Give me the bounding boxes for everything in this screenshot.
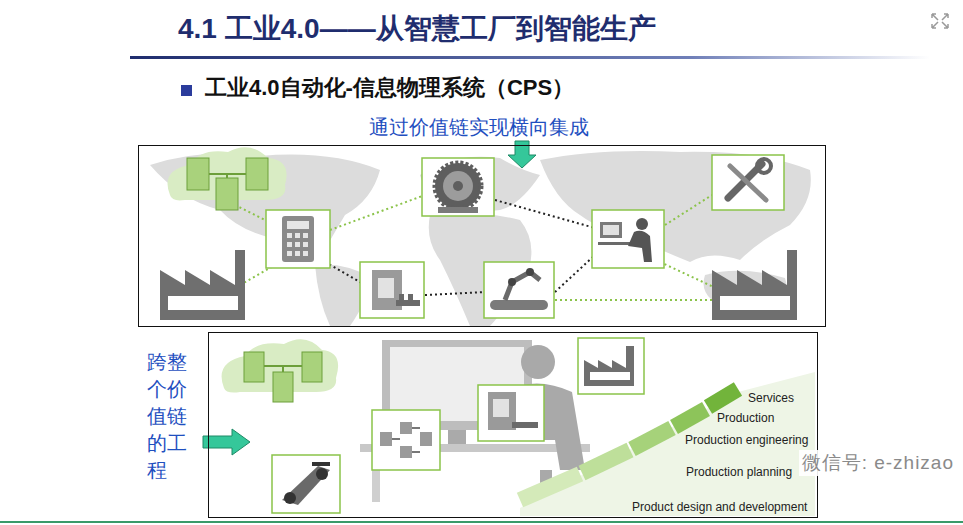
keypad-icon xyxy=(282,216,314,262)
fullscreen-icon xyxy=(932,14,948,28)
footer-rule xyxy=(0,521,963,523)
step-band: Production engineering xyxy=(684,430,809,448)
cloud-servers xyxy=(168,147,287,210)
panel-heading: 通过价值链实现横向集成 xyxy=(369,114,589,141)
step-label: Production engineering xyxy=(684,433,809,448)
value-chain-panel: 跨整个价值链的工程Product design and developmentP… xyxy=(208,332,818,518)
panel-heading: 跨整个价值链的工程 xyxy=(147,349,187,484)
step-label: Production planning xyxy=(685,465,793,480)
tools-icon xyxy=(728,159,771,200)
step-label: Product design and development xyxy=(631,500,808,515)
network-links xyxy=(235,195,720,300)
bullet-text: 工业4.0自动化-信息物理系统（CPS） xyxy=(205,73,574,103)
lower-factory-icon xyxy=(584,346,634,386)
machine-icon xyxy=(372,270,420,310)
step-label: Services xyxy=(747,391,795,406)
workstation xyxy=(360,340,590,502)
person-silhouette xyxy=(505,345,585,510)
step-label: Production xyxy=(716,411,775,426)
factory-left xyxy=(160,250,245,320)
step-band: Product design and development xyxy=(631,497,808,515)
ramp-body xyxy=(520,372,815,516)
world-map xyxy=(150,151,811,326)
saw-gear-icon xyxy=(435,163,481,213)
slide-title: 4.1 工业4.0——从智慧工厂到智能生产 xyxy=(178,10,656,48)
robot-arm-icon xyxy=(490,268,548,310)
bullet-square xyxy=(181,85,192,96)
watermark: 微信号: e-zhizao xyxy=(799,450,957,476)
right-arrow xyxy=(203,429,250,455)
title-underline xyxy=(130,56,930,59)
race-car-icon xyxy=(282,462,330,505)
step-band: Services xyxy=(747,388,795,406)
map-panel: 通过价值链实现横向集成 xyxy=(138,145,826,327)
lower-machine-icon xyxy=(488,392,538,430)
cloud-servers-lower xyxy=(222,339,339,402)
person-computer-icon xyxy=(598,218,652,262)
factory-right xyxy=(712,250,797,320)
icon-frames xyxy=(266,155,784,318)
step-band: Production planning xyxy=(685,462,793,480)
step-band: Production xyxy=(716,408,775,426)
flowchart-icon xyxy=(380,422,432,458)
